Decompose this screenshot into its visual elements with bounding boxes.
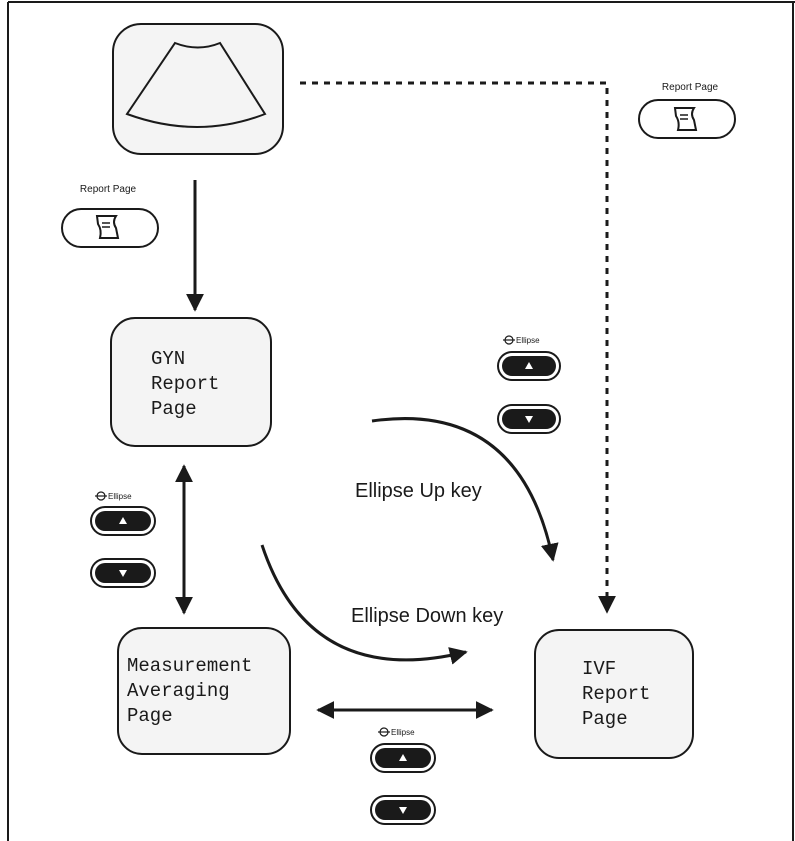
measurement-line-3: Page — [127, 705, 173, 727]
up-arrow-icon — [525, 362, 533, 369]
dashed-arrow-image-to-ivf — [300, 81, 616, 614]
ellipse-label: Ellipse — [391, 728, 415, 737]
ellipse-label: Ellipse — [516, 336, 540, 345]
ellipse-down-key[interactable] — [497, 404, 561, 434]
report-page-label: Report Page — [662, 82, 719, 93]
connectors — [175, 81, 616, 719]
ellipse-down-key-label: Ellipse Down key — [351, 605, 503, 627]
arrow-ellipse-down-curve — [260, 544, 468, 665]
report-page-label: Report Page — [80, 184, 137, 195]
down-arrow-icon — [525, 416, 533, 423]
ultrasound-sector-icon — [125, 41, 267, 128]
ellipse-down-key[interactable] — [370, 795, 436, 825]
ellipse-up-key[interactable] — [90, 506, 156, 536]
down-arrow-icon — [119, 570, 127, 577]
ellipse-key-group-bottom: Ellipse — [370, 727, 436, 825]
report-page-icon — [673, 107, 698, 131]
ellipse-down-key[interactable] — [90, 558, 156, 588]
report-page-button-left[interactable]: Report Page — [61, 184, 159, 248]
ellipse-up-key-label: Ellipse Up key — [355, 480, 482, 502]
measurement-line-2: Averaging — [127, 680, 230, 702]
trackball-icon — [95, 491, 107, 501]
down-arrow-icon — [399, 807, 407, 814]
measurement-line-1: Measurement — [127, 655, 252, 677]
ivf-line-1: IVF — [582, 658, 616, 680]
gyn-line-2: Report — [151, 373, 219, 395]
ellipse-up-key[interactable] — [497, 351, 561, 381]
arrow-ellipse-up-curve — [371, 417, 559, 562]
ivf-line-2: Report — [582, 683, 650, 705]
ultrasound-image-screen — [112, 23, 284, 155]
measurement-averaging-screen: Measurement Averaging Page — [117, 627, 291, 755]
up-arrow-icon — [119, 517, 127, 524]
gyn-line-1: GYN — [151, 348, 185, 370]
gyn-line-3: Page — [151, 398, 197, 420]
page-frame — [7, 1, 795, 841]
ellipse-key-group-left: Ellipse — [90, 491, 156, 588]
ellipse-key-group-right: Ellipse — [497, 335, 561, 434]
up-arrow-icon — [399, 754, 407, 761]
gyn-report-screen: GYN Report Page — [110, 317, 272, 447]
trackball-icon — [378, 727, 390, 737]
trackball-icon — [503, 335, 515, 345]
report-page-icon — [95, 215, 120, 239]
ivf-line-3: Page — [582, 708, 628, 730]
ellipse-label: Ellipse — [108, 492, 132, 501]
report-page-button-right[interactable]: Report Page — [638, 82, 736, 139]
ivf-report-screen: IVF Report Page — [534, 629, 694, 759]
ellipse-up-key[interactable] — [370, 743, 436, 773]
